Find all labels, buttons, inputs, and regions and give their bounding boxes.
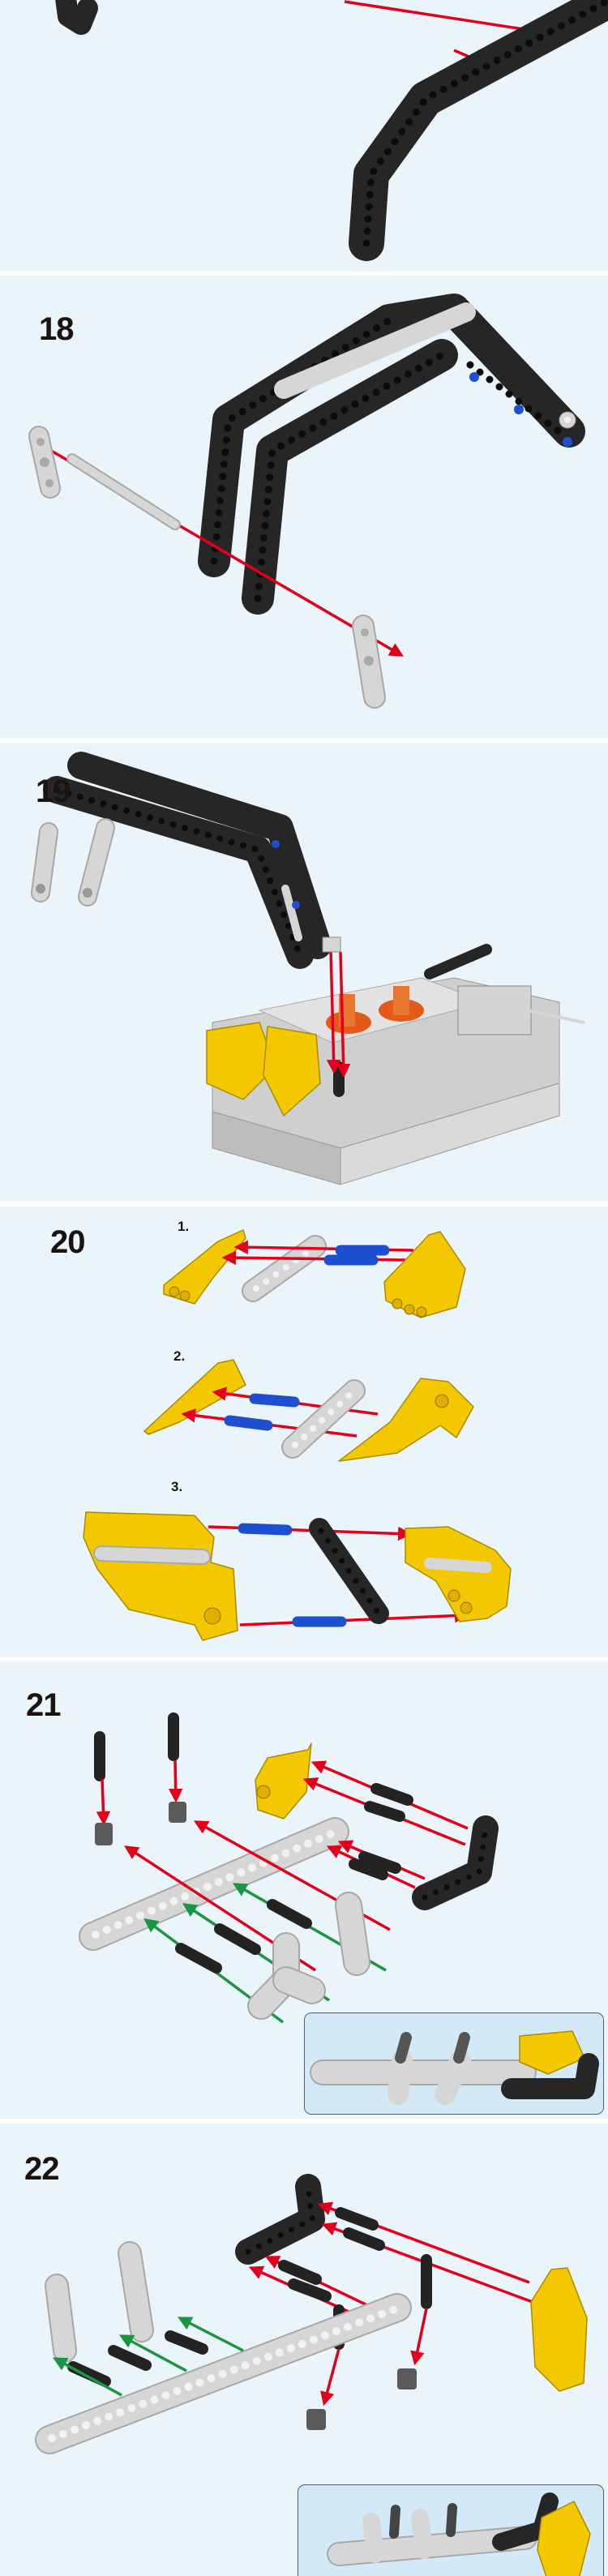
back-black-bent-beam [198,294,585,577]
front-black-bent-beam [242,339,572,615]
substep-1-parts [163,1229,466,1318]
substep-label: 3. [171,1479,183,1494]
red-assembly-arrow [344,0,546,34]
step-number: 21 [26,1687,61,1723]
black-pins [175,1783,413,1974]
step-18-illustration [28,294,585,709]
yellow-part [255,1742,312,1819]
step-20-panel: 20 1. 2. 3. [0,1207,608,1657]
black-l-beam [412,1815,499,1910]
gray-connector [322,937,341,953]
step-19-panel: 19 [0,743,608,1202]
substep-label: 1. [178,1219,190,1234]
substep-2-parts [143,1359,474,1462]
red-assembly-arrow [326,949,341,1074]
step-number: 20 [50,1224,85,1260]
step-17-illustration [55,0,608,261]
base-model [206,944,585,1185]
gray-connectors [306,2368,417,2430]
gray-cross-beam [274,302,476,399]
gray-connectors [95,1802,186,1845]
result-preview-illustration [327,2492,591,2576]
white-long-beam [35,2293,412,2454]
gray-connector [559,411,576,429]
blue-pins [469,372,572,447]
yellow-part [530,2267,588,2392]
black-pins [67,2207,432,2387]
white-links [45,2241,154,2363]
gray-link-right [352,615,386,709]
step-19-illustration [31,752,585,1185]
step-22-panel: 22 [0,2124,608,2576]
motor [457,985,532,1035]
gray-links [31,818,115,907]
black-l-beam [235,2174,325,2265]
result-preview-inset [304,2012,604,2115]
black-hook-beam [55,0,98,35]
substep-3-parts [83,1511,512,1641]
gray-long-beam [79,1817,349,1951]
step-number: 18 [39,311,74,347]
black-bent-beam [349,0,608,261]
black-frame-beams [43,752,332,969]
separator [0,2119,608,2124]
gray-axle [66,453,181,530]
separator [0,1202,608,1207]
step-number: 22 [24,2151,59,2187]
step-20-illustration [83,1229,512,1641]
step-21-illustration [79,1712,499,2024]
separator [0,1657,608,1662]
step-17-panel-partial [0,0,608,271]
result-preview-inset [298,2484,604,2576]
separator [0,271,608,276]
result-preview-illustration [310,2030,599,2105]
step-number: 19 [36,774,71,809]
gray-link-left [28,426,61,499]
step-22-illustration [35,2174,588,2454]
separator [0,738,608,743]
step-21-panel: 21 [0,1662,608,2119]
substep-label: 2. [173,1348,186,1364]
step-18-panel: 18 [0,276,608,738]
red-assembly-arrow [336,951,351,1078]
white-beams [247,1892,370,2020]
